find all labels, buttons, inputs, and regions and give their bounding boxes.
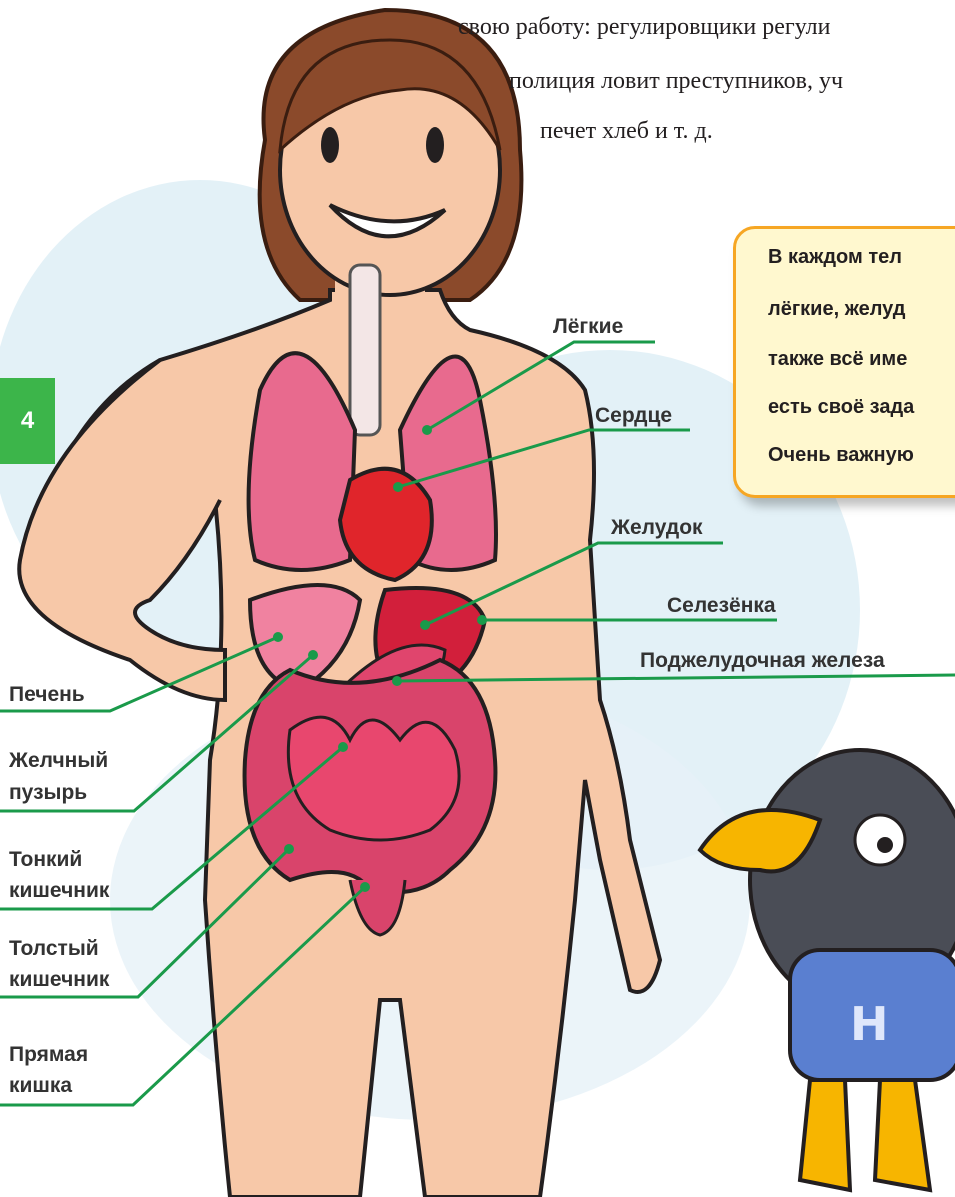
label-small-intestine-2: кишечник [9, 876, 109, 906]
intro-line-1: свою работу: регулировщики регули [458, 14, 831, 41]
crow-mascot: H [700, 750, 955, 1190]
callout-line-1: В каждом тел [768, 246, 902, 269]
callout-line-4: есть своё зада [768, 396, 914, 419]
label-rectum-1: Прямая [9, 1040, 88, 1070]
label-stomach: Желудок [611, 513, 703, 543]
label-pancreas: Поджелудочная железа [640, 646, 885, 676]
label-liver: Печень [9, 680, 85, 710]
label-lungs: Лёгкие [553, 312, 623, 342]
label-large-intestine-2: кишечник [9, 965, 109, 995]
label-small-intestine-1: Тонкий [9, 845, 82, 875]
callout-line-5: Очень важную [768, 444, 914, 467]
intro-line-2: полиция ловит преступников, уч [509, 68, 843, 95]
label-large-intestine-1: Толстый [9, 934, 99, 964]
label-gallbladder-1: Желчный [9, 746, 108, 776]
label-gallbladder-2: пузырь [9, 778, 87, 808]
callout-line-2: лёгкие, желуд [768, 298, 906, 321]
page-number-tab: 4 [0, 378, 55, 464]
svg-text:H: H [850, 997, 889, 1051]
label-rectum-2: кишка [9, 1071, 72, 1101]
label-heart: Сердце [595, 401, 672, 431]
callout-line-3: также всё име [768, 348, 907, 371]
intro-line-3: печет хлеб и т. д. [540, 118, 713, 145]
label-spleen: Селезёнка [667, 591, 776, 621]
